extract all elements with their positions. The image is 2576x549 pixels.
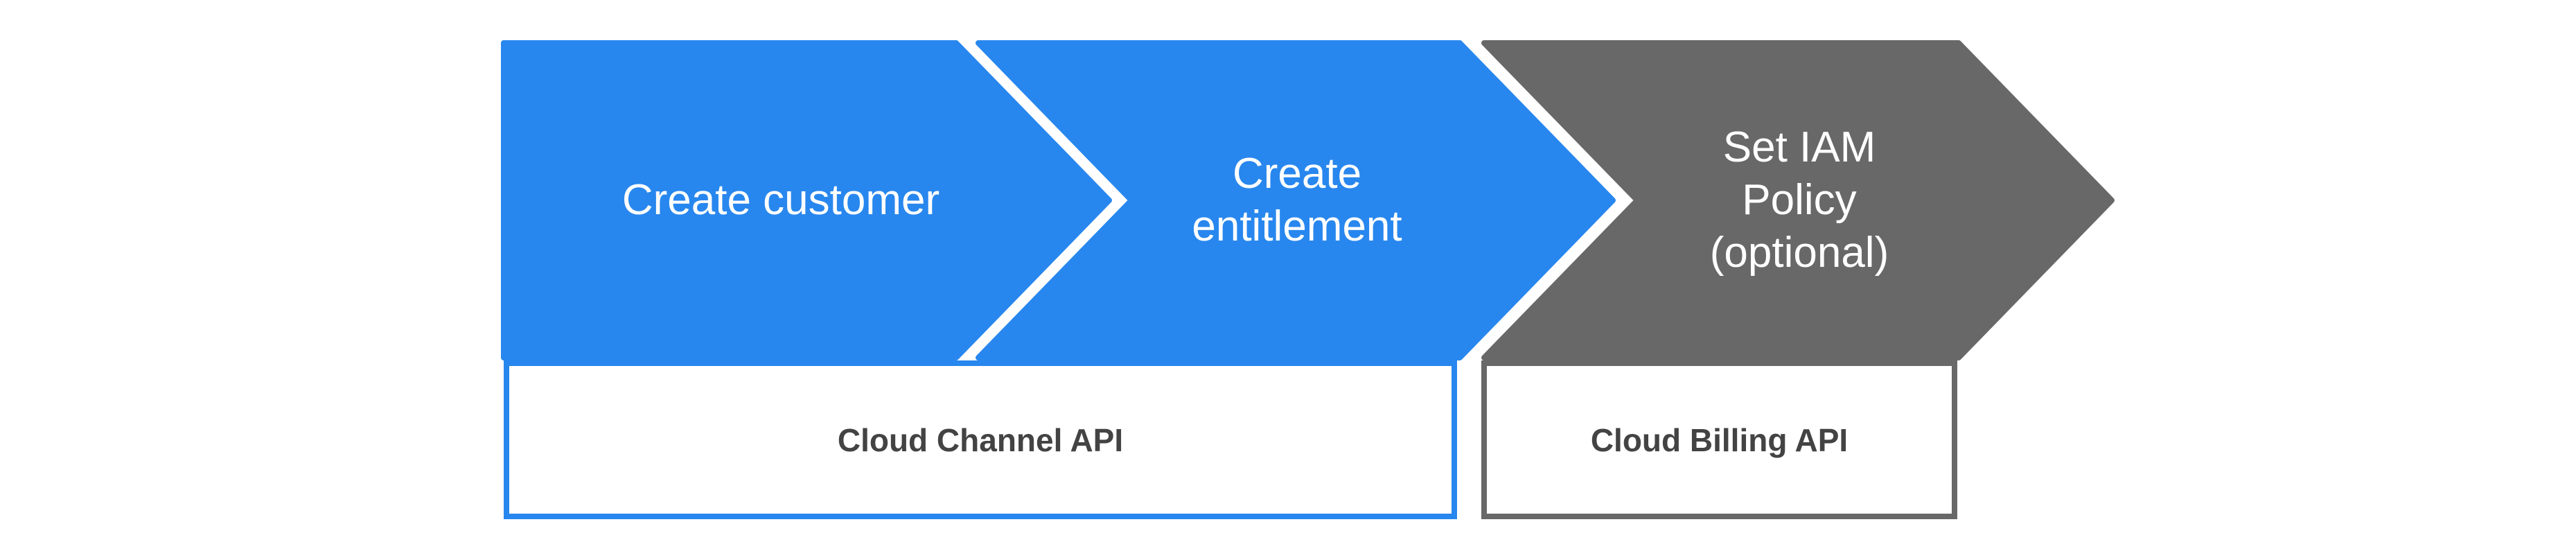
api-box-cloud-channel: Cloud Channel API <box>504 360 1457 519</box>
chevron-create-entitlement <box>976 40 1616 360</box>
api-box-label-cloud-billing: Cloud Billing API <box>1590 421 1849 458</box>
chevron-label-create-customer: Create customer <box>504 40 1058 360</box>
chevron-label-line: Set IAM <box>1722 123 1876 171</box>
api-box-cloud-billing: Cloud Billing API <box>1481 360 1957 519</box>
chevron-label-line: Create <box>1232 150 1362 198</box>
chevron-label-line: entitlement <box>1192 202 1402 250</box>
chevron-label-line: Create customer <box>621 176 940 224</box>
chevron-label-line: Policy <box>1742 176 1857 224</box>
chevron-label-set-iam-policy: Set IAM Policy (optional) <box>1484 40 2115 360</box>
chevron-set-iam-policy <box>1481 40 2115 360</box>
chevron-label-create-entitlement: Create entitlement <box>978 40 1616 360</box>
api-box-label-cloud-channel: Cloud Channel API <box>837 421 1124 458</box>
chevron-label-line: (optional) <box>1709 229 1889 277</box>
chevron-create-customer <box>501 40 1112 360</box>
